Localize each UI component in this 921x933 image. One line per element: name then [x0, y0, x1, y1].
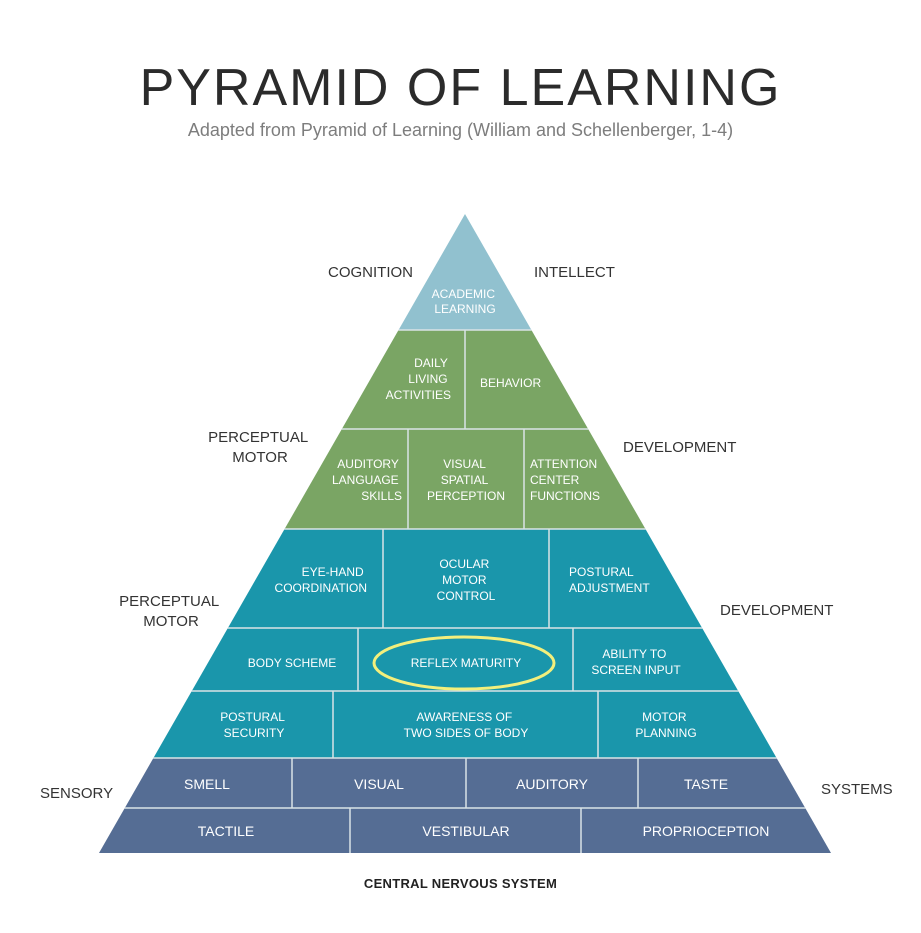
cell-auditory-language-skills: AUDITORY LANGUAGE SKILLS — [332, 457, 402, 503]
cell-postural-adjustment: POSTURAL ADJUSTMENT — [569, 565, 650, 595]
label-cognition: COGNITION — [328, 264, 413, 281]
cell-proprioception: PROPRIOCEPTION — [643, 823, 770, 839]
band-sensory-systems — [99, 758, 831, 853]
cell-body-scheme: BODY SCHEME — [248, 656, 336, 670]
cell-smell: SMELL — [184, 776, 230, 792]
cell-visual-spatial-perception: VISUAL SPATIAL PERCEPTION — [427, 457, 505, 503]
label-perceptual-motor-upper: PERCEPTUAL MOTOR — [208, 429, 312, 466]
label-intellect: INTELLECT — [534, 264, 615, 281]
page-subtitle: Adapted from Pyramid of Learning (Willia… — [187, 120, 734, 140]
cell-eye-hand-coordination: EYE-HAND COORDINATION — [275, 565, 367, 595]
cell-daily-living-activities: DAILY LIVING ACTIVITIES — [386, 356, 451, 402]
cell-academic-learning: ACADEMIC LEARNING — [432, 287, 499, 316]
label-development-lower: DEVELOPMENT — [720, 602, 833, 619]
page-title: PYRAMID OF LEARNING — [139, 59, 782, 117]
cell-postural-security: POSTURAL SECURITY — [220, 710, 288, 740]
label-systems: SYSTEMS — [821, 781, 893, 798]
cell-vestibular: VESTIBULAR — [422, 823, 509, 839]
cell-awareness-two-sides: AWARENESS OF TWO SIDES OF BODY — [404, 710, 529, 740]
cell-ability-to-screen-input: ABILITY TO SCREEN INPUT — [591, 647, 681, 677]
cell-reflex-maturity: REFLEX MATURITY — [411, 656, 521, 670]
cell-behavior: BEHAVIOR — [480, 376, 541, 390]
footer-label: CENTRAL NERVOUS SYSTEM — [363, 876, 558, 891]
label-sensory: SENSORY — [40, 785, 113, 802]
cell-taste: TASTE — [684, 776, 728, 792]
label-perceptual-motor-lower: PERCEPTUAL MOTOR — [119, 593, 223, 630]
cell-ocular-motor-control: OCULAR MOTOR CONTROL — [437, 557, 496, 603]
cell-auditory: AUDITORY — [516, 776, 588, 792]
cell-attention-center-functions: ATTENTION CENTER FUNCTIONS — [530, 457, 600, 503]
cell-motor-planning: MOTOR PLANNING — [635, 710, 696, 740]
reflex-maturity-highlight — [372, 635, 556, 691]
cell-tactile: TACTILE — [198, 823, 255, 839]
cell-visual: VISUAL — [354, 776, 404, 792]
label-development-upper: DEVELOPMENT — [623, 439, 736, 456]
